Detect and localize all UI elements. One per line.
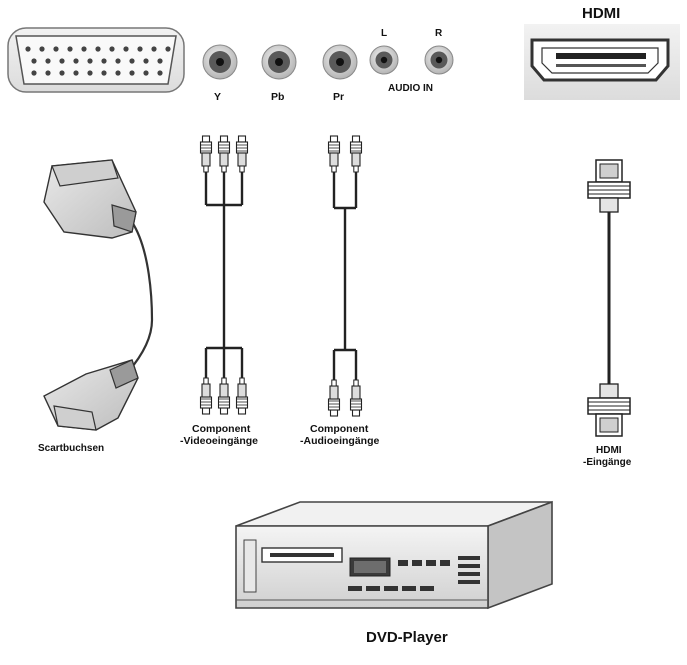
pr-jack-label: Pr [333, 91, 345, 103]
component-video-label-line1: Component [192, 423, 251, 435]
component-video-cable [199, 135, 249, 414]
audio-left-label: L [381, 28, 388, 39]
jack-pr [322, 44, 358, 80]
jack-pb [261, 44, 297, 80]
pb-jack-label: Pb [271, 91, 285, 103]
dvd-player-label: DVD-Player [366, 629, 448, 646]
component-video-label-line2: -Videoeingänge [180, 435, 258, 447]
jack-y [202, 44, 238, 80]
audio-in-label: AUDIO IN [388, 83, 433, 94]
hdmi-cable-label-line2: -Eingänge [583, 457, 632, 468]
hdmi-cable [587, 159, 631, 437]
hdmi-panel-title: HDMI [582, 5, 621, 22]
dvd-player-illustration [235, 500, 553, 610]
scart-cable [43, 159, 154, 431]
jack-audio-left [369, 45, 399, 75]
jack-audio-right [424, 45, 454, 75]
component-audio-label-line2: -Audioeingänge [300, 435, 380, 447]
component-audio-label-line1: Component [310, 423, 369, 435]
hdmi-cable-label-line1: HDMI [596, 445, 622, 456]
scart-cable-label: Scartbuchsen [38, 443, 105, 454]
component-audio-cable [327, 135, 363, 416]
hdmi-socket [524, 24, 680, 100]
y-jack-label: Y [214, 91, 222, 103]
audio-right-label: R [435, 28, 443, 39]
scart-socket [7, 27, 185, 93]
